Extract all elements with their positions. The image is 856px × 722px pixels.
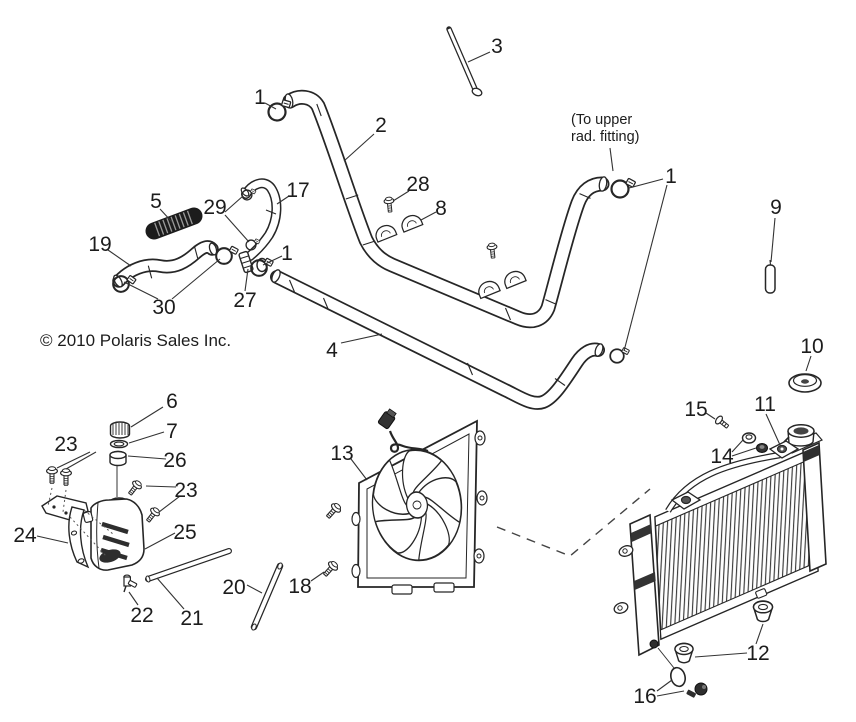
shroud-tabs bbox=[351, 430, 488, 595]
grommet-tab bbox=[755, 588, 768, 599]
callout-7: 7 bbox=[166, 420, 178, 443]
lower-radiator-hose-4 bbox=[270, 269, 605, 410]
callout-16: 16 bbox=[633, 685, 656, 708]
tee-fitting-27 bbox=[238, 250, 254, 274]
fan-assembly-13 bbox=[351, 408, 488, 595]
callout-24: 24 bbox=[13, 524, 37, 547]
callout-6: 6 bbox=[166, 390, 178, 413]
callout-18: 18 bbox=[288, 575, 311, 598]
callout-21: 21 bbox=[180, 607, 203, 630]
alignment-dashed-line bbox=[496, 488, 651, 557]
callout-14: 14 bbox=[710, 445, 734, 468]
callout-27: 27 bbox=[233, 289, 256, 312]
top-mount-bracket-11 bbox=[665, 440, 800, 513]
mount-grommet-12-a bbox=[752, 600, 774, 623]
vent-tube-21 bbox=[145, 548, 232, 583]
tank-foot bbox=[649, 639, 659, 649]
drain-plug-16 bbox=[657, 647, 708, 698]
hose-clamp-1-c bbox=[609, 346, 631, 364]
callout-9: 9 bbox=[770, 196, 782, 219]
radiator-left-tank bbox=[613, 513, 660, 657]
coolant-bottle-25 bbox=[82, 497, 145, 571]
assembly-dotted-lines bbox=[47, 487, 114, 558]
callout-1-b: 1 bbox=[281, 242, 293, 265]
mount-bolt-15 bbox=[714, 415, 730, 429]
mount-grommet-12-b bbox=[674, 642, 694, 664]
retainer-bolt-28-a bbox=[383, 196, 396, 214]
callout-1-a: 1 bbox=[254, 86, 266, 109]
callout-17: 17 bbox=[286, 179, 309, 202]
note-upper-rad-line2: rad. fitting) bbox=[571, 129, 640, 145]
fan-bolt-18-b bbox=[320, 558, 341, 580]
callout-5: 5 bbox=[150, 190, 162, 213]
callout-8: 8 bbox=[435, 197, 447, 220]
note-upper-rad-line1: (To upper bbox=[571, 112, 632, 128]
fan-wire-connector bbox=[377, 408, 429, 453]
overflow-tube-9 bbox=[764, 259, 776, 294]
radiator-assembly bbox=[613, 373, 827, 698]
callout-3: 3 bbox=[491, 35, 503, 58]
callout-26: 26 bbox=[163, 449, 186, 472]
retainer-bolt-28-b bbox=[486, 242, 499, 260]
callout-13: 13 bbox=[330, 442, 353, 465]
callout-29: 29 bbox=[203, 196, 226, 219]
callout-15: 15 bbox=[684, 398, 707, 421]
callout-28: 28 bbox=[406, 173, 429, 196]
cap-gasket-7 bbox=[109, 439, 129, 449]
bottle-bracket-24 bbox=[41, 495, 90, 569]
radiator-cap-10 bbox=[788, 373, 822, 393]
fan-blades bbox=[364, 438, 467, 562]
callout-23-b: 23 bbox=[174, 479, 197, 502]
callout-19: 19 bbox=[88, 233, 111, 256]
leader-lines bbox=[36, 51, 812, 697]
vent-hose-17 bbox=[240, 178, 282, 261]
reservoir-hose-19 bbox=[112, 240, 219, 288]
fan-bolt-18-a bbox=[323, 500, 344, 522]
callout-25: 25 bbox=[173, 521, 196, 544]
callout-30: 30 bbox=[152, 296, 175, 319]
callout-11: 11 bbox=[754, 393, 776, 416]
callout-10: 10 bbox=[800, 335, 823, 358]
hose-clamp-1-b bbox=[610, 177, 637, 199]
drain-tube-20 bbox=[250, 562, 284, 631]
callout-22: 22 bbox=[130, 604, 153, 627]
neck-bushing-26 bbox=[109, 450, 127, 467]
mount-nuts-14 bbox=[741, 432, 768, 453]
callout-12: 12 bbox=[746, 642, 769, 665]
bottle-cap-6 bbox=[109, 421, 131, 439]
callout-1-c: 1 bbox=[665, 165, 677, 188]
copyright-text: © 2010 Polaris Sales Inc. bbox=[40, 331, 231, 350]
hose-clamp-30-b bbox=[215, 245, 240, 265]
callout-20: 20 bbox=[222, 576, 245, 599]
callout-23-a: 23 bbox=[54, 433, 77, 456]
long-bolt-3 bbox=[446, 26, 483, 97]
callout-4: 4 bbox=[326, 339, 338, 362]
callout-2: 2 bbox=[375, 114, 387, 137]
vent-fitting-22 bbox=[123, 574, 138, 593]
hose-section-ticks bbox=[147, 103, 591, 386]
coolant-bottle-assembly bbox=[41, 421, 284, 631]
corrugated-hose-5 bbox=[145, 207, 203, 240]
hose-clamp-1-a bbox=[265, 97, 296, 124]
radiator-core bbox=[654, 447, 819, 641]
